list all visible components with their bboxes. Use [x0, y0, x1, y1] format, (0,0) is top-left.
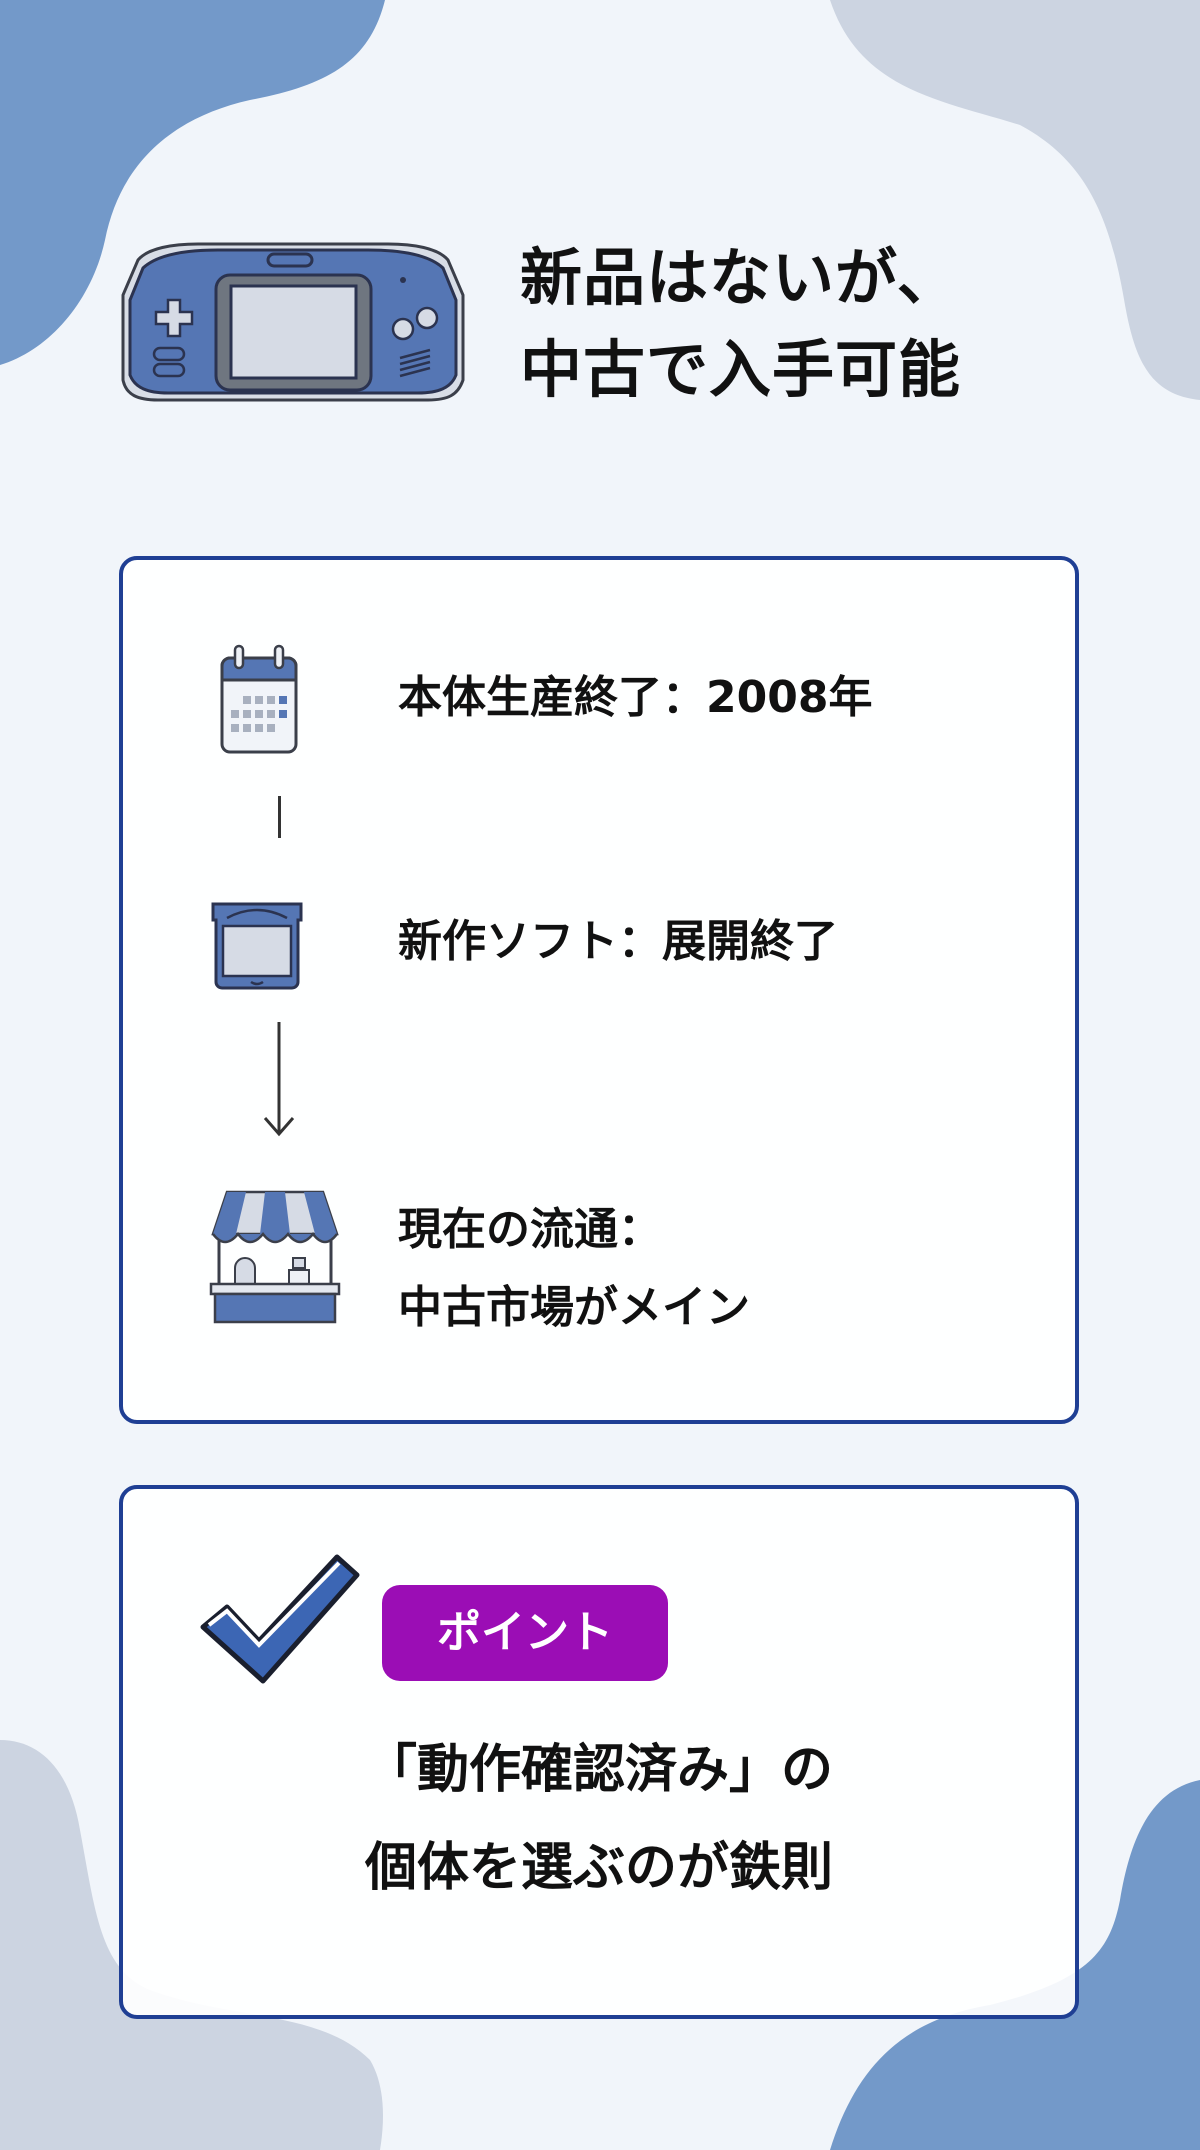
point-line-1: 「動作確認済み」の: [364, 1740, 833, 1800]
distribution-line-1: 現在の流通：: [398, 1204, 662, 1255]
timeline-item-current-distribution: 現在の流通： 中古市場がメイン: [398, 1198, 750, 1340]
background-blob-bottom-left: [0, 1740, 383, 2150]
arrow-down-icon: [261, 1022, 297, 1144]
title-line-2: 中古で入手可能: [520, 333, 962, 406]
point-card: ポイント 「動作確認済み」の 個体を選ぶのが鉄則: [119, 1485, 1079, 2019]
calendar-icon: [219, 644, 299, 760]
timeline-item-software-end: 新作ソフト：展開終了: [398, 916, 838, 967]
handheld-game-console-icon: [118, 230, 468, 410]
background-blob-bottom-right: [830, 1780, 1200, 2150]
point-message: 「動作確認済み」の 個体を選ぶのが鉄則: [123, 1721, 1075, 1917]
point-line-2: 個体を選ぶのが鉄則: [364, 1838, 833, 1898]
point-badge: ポイント: [382, 1585, 668, 1681]
market-stall-icon: [209, 1188, 341, 1328]
page-title: 新品はないが、 中古で入手可能: [520, 232, 1160, 416]
checkmark-icon: [189, 1541, 365, 1691]
timeline-item-production-end: 本体生産終了：2008年: [398, 672, 873, 723]
timeline-connector-line: [278, 796, 281, 838]
background-blob-top-left: [0, 0, 385, 365]
timeline-card: 本体生産終了：2008年 新作ソフト：展開終了: [119, 556, 1079, 1424]
title-line-1: 新品はないが、: [520, 241, 960, 314]
background-blob-top-right: [830, 0, 1200, 400]
game-cartridge-icon: [207, 898, 307, 994]
distribution-line-2: 中古市場がメイン: [398, 1282, 750, 1333]
